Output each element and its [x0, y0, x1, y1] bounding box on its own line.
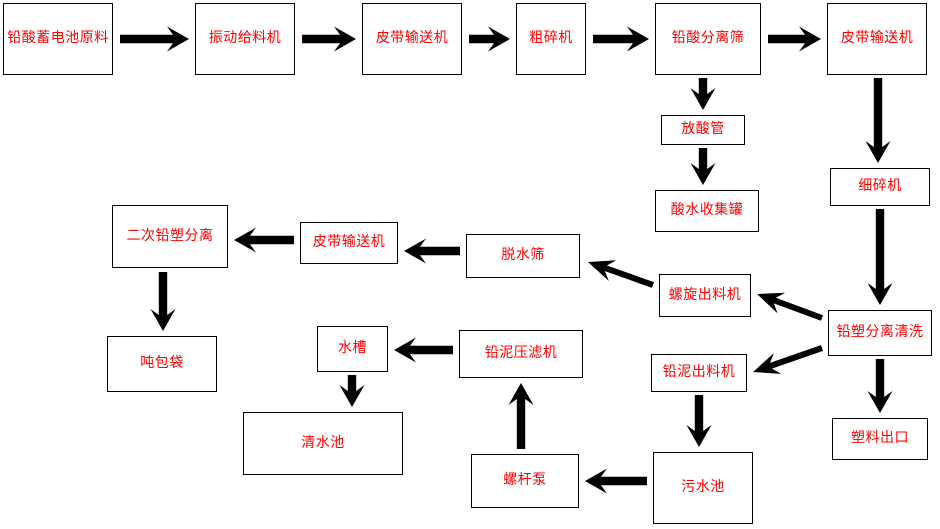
process-node-n20: 皮带输送机: [300, 222, 398, 264]
flow-arrow-n5-to-n6: [768, 26, 821, 52]
node-label: 酸水收集罐: [670, 202, 744, 219]
flow-arrow-n12-to-n19: [588, 260, 654, 288]
process-node-n3: 皮带输送机: [362, 3, 462, 75]
process-node-n9: 细碎机: [830, 168, 930, 206]
process-node-n18: 清水池: [243, 412, 403, 475]
process-node-n7: 放酸管: [661, 115, 745, 145]
node-label: 皮带输送机: [375, 30, 449, 47]
flow-arrow-n10-to-n13: [753, 345, 823, 374]
node-label: 放酸管: [681, 121, 725, 138]
flow-arrow-n3-to-n4: [469, 26, 510, 52]
flow-arrow-n10-to-n12: [757, 292, 824, 321]
flow-arrow-n9-to-n10: [867, 209, 893, 305]
node-label: 皮带输送机: [312, 234, 386, 251]
node-label: 细碎机: [858, 178, 902, 195]
process-node-n1: 铅酸蓄电池原料: [3, 3, 113, 75]
node-label: 铅酸分离筛: [671, 30, 745, 47]
process-node-n11: 塑料出口: [832, 418, 928, 460]
node-label: 塑料出口: [851, 430, 909, 447]
process-node-n22: 吨包袋: [107, 336, 217, 392]
node-label: 二次铅塑分离: [126, 227, 214, 244]
node-label: 皮带输送机: [840, 30, 914, 47]
node-label: 清水池: [301, 434, 345, 451]
process-node-n10: 铅塑分离清洗: [828, 310, 932, 356]
node-label: 铅酸蓄电池原料: [7, 30, 109, 47]
flow-arrow-n16-to-n17: [394, 337, 453, 363]
flow-arrow-n5-to-n7: [690, 78, 716, 110]
process-node-n6: 皮带输送机: [827, 3, 927, 75]
flow-arrow-n20-to-n21: [234, 227, 294, 253]
process-node-n14: 污水池: [653, 452, 753, 524]
process-node-n17: 水槽: [317, 326, 388, 372]
flow-arrow-n10-to-n11: [867, 359, 893, 413]
process-node-n21: 二次铅塑分离: [112, 205, 228, 268]
flow-arrow-n6-to-n9: [865, 78, 891, 163]
node-label: 铅泥压滤机: [484, 345, 558, 362]
process-node-n4: 粗碎机: [516, 3, 586, 75]
process-node-n12: 螺旋出料机: [659, 274, 751, 317]
node-label: 脱水筛: [501, 247, 545, 264]
flow-arrow-n17-to-n18: [339, 375, 365, 407]
node-label: 水槽: [338, 340, 367, 357]
process-node-n19: 脱水筛: [466, 234, 580, 278]
process-node-n8: 酸水收集罐: [655, 190, 759, 232]
flow-arrow-n1-to-n2: [120, 26, 189, 52]
node-label: 螺旋出料机: [668, 286, 742, 303]
process-node-n13: 铅泥出料机: [651, 354, 747, 392]
flow-arrow-n15-to-n16: [508, 383, 534, 449]
flow-arrow-n4-to-n5: [593, 26, 649, 52]
flow-arrow-n13-to-n14: [686, 395, 712, 447]
process-node-n5: 铅酸分离筛: [655, 3, 761, 75]
node-label: 吨包袋: [140, 355, 184, 372]
flow-arrow-n14-to-n15: [585, 468, 647, 494]
node-label: 螺杆泵: [503, 472, 547, 489]
flow-arrow-n19-to-n20: [404, 238, 460, 264]
node-label: 粗碎机: [529, 30, 573, 47]
flow-arrow-n21-to-n22: [150, 272, 176, 331]
process-node-n15: 螺杆泵: [471, 454, 579, 508]
node-label: 污水池: [681, 479, 725, 496]
node-label: 振动给料机: [208, 30, 282, 47]
node-label: 铅塑分离清洗: [836, 324, 924, 341]
flow-arrow-n7-to-n8: [690, 148, 716, 185]
process-node-n2: 振动给料机: [195, 3, 295, 75]
flow-arrow-n2-to-n3: [302, 26, 356, 52]
node-label: 铅泥出料机: [662, 364, 736, 381]
process-node-n16: 铅泥压滤机: [459, 330, 583, 378]
